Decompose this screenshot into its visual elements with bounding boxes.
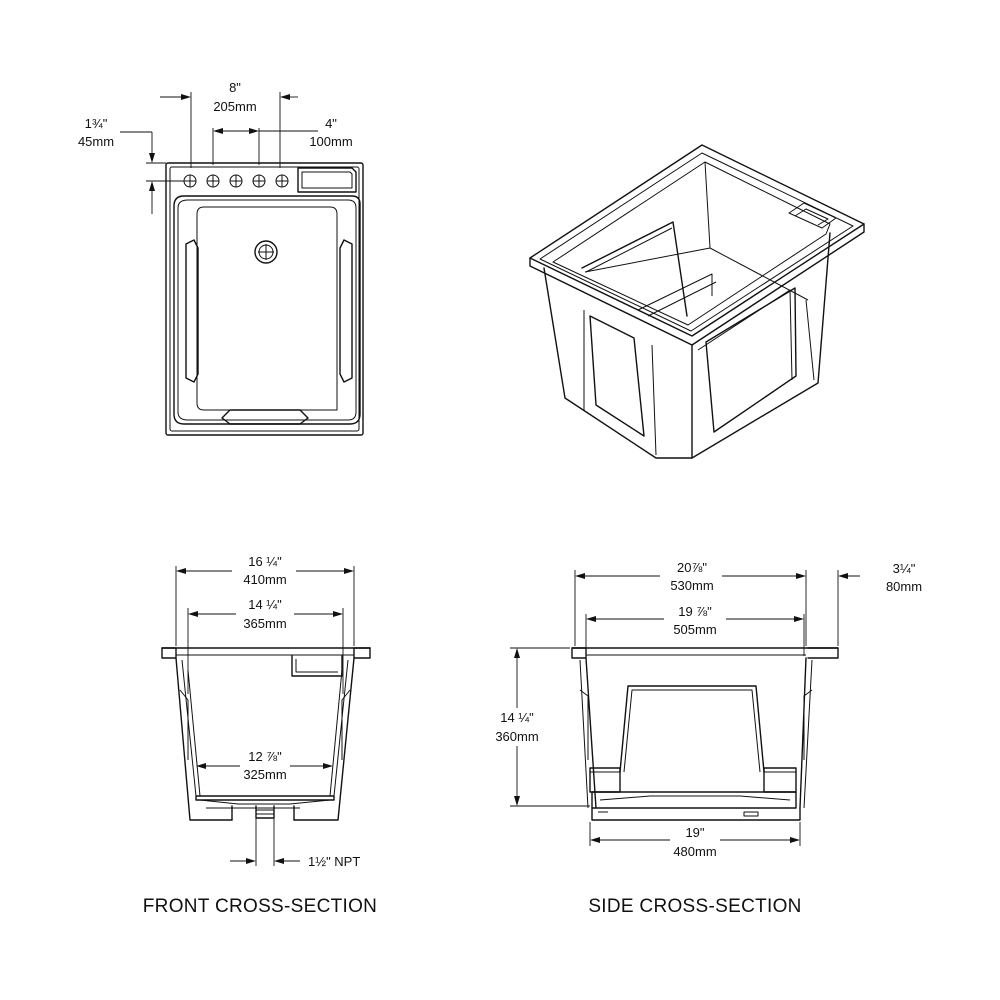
front-section: 16 ¼" 410mm 14 ¼" 365mm 12 ⅞" 325mm 1½" … (143, 554, 377, 917)
faucet-holes (183, 174, 289, 188)
dim-width-in: 8" (229, 80, 241, 95)
front-dim-outer-mm: 410mm (243, 572, 286, 587)
dim-edge-mm: 45mm (78, 134, 114, 149)
front-dim-inner-mm: 365mm (243, 616, 286, 631)
side-dim-ledge-mm: 80mm (886, 579, 922, 594)
side-dim-outer-mm: 530mm (670, 578, 713, 593)
side-caption: SIDE CROSS-SECTION (588, 896, 801, 917)
faucet-hole-icon (252, 174, 266, 188)
front-caption: FRONT CROSS-SECTION (143, 896, 377, 917)
side-dim-inner-in: 19 ⅞" (678, 604, 712, 619)
side-section: 20⅞" 530mm 19 ⅞" 505mm 3¼" 80mm 14 ¼" 36… (488, 560, 922, 917)
dim-edge-in: 1¾" (85, 116, 108, 131)
front-dim-inner-in: 14 ¼" (248, 597, 282, 612)
top-view: 8" 205mm 4" 100mm 1¾" 45mm (78, 80, 364, 436)
faucet-hole-icon (229, 174, 243, 188)
front-dim-outer-in: 16 ¼" (248, 554, 282, 569)
dim-width-mm: 205mm (213, 99, 256, 114)
front-dim-drain: 1½" NPT (308, 854, 360, 869)
side-dim-base-mm: 480mm (673, 844, 716, 859)
faucet-hole-icon (206, 174, 220, 188)
side-dim-outer-in: 20⅞" (677, 560, 707, 575)
dim-spacing-mm: 100mm (309, 134, 352, 149)
faucet-hole-icon (183, 174, 197, 188)
front-dim-bottom-in: 12 ⅞" (248, 749, 282, 764)
side-dim-height-in: 14 ¼" (500, 710, 534, 725)
side-dim-ledge-in: 3¼" (893, 561, 916, 576)
side-dim-base-in: 19" (685, 825, 704, 840)
dim-spacing-in: 4" (325, 116, 337, 131)
isometric-view (529, 144, 865, 459)
drain-icon (254, 240, 278, 264)
front-dim-bottom-mm: 325mm (243, 767, 286, 782)
side-dim-height-mm: 360mm (495, 729, 538, 744)
side-dim-inner-mm: 505mm (673, 622, 716, 637)
faucet-hole-icon (275, 174, 289, 188)
